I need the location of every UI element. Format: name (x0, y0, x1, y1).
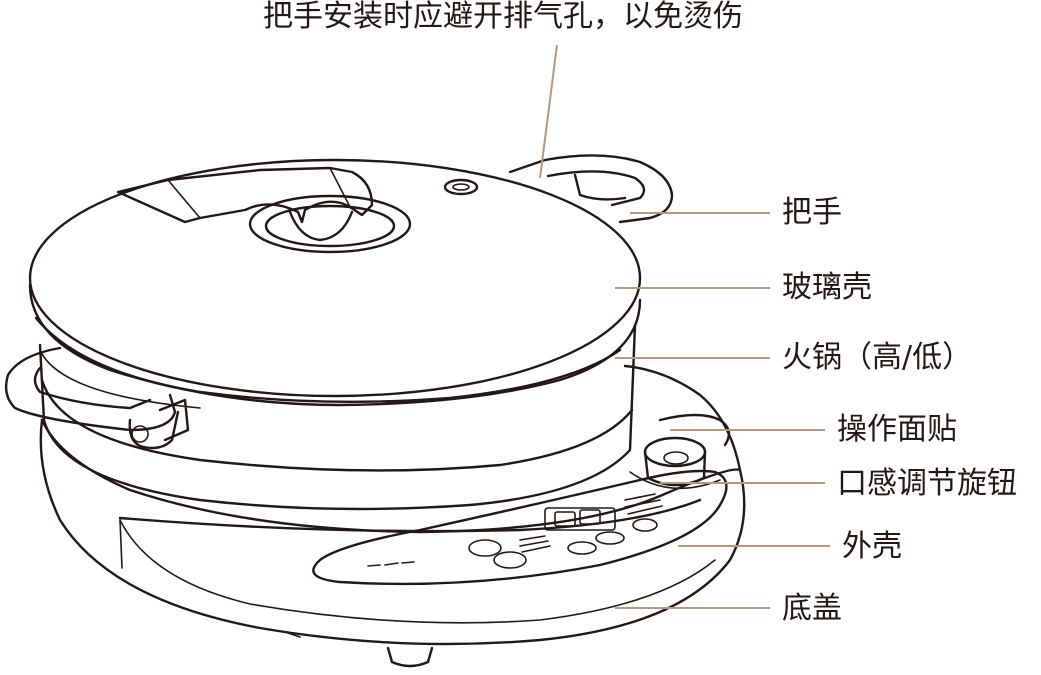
top-note: 把手安装时应避开排气孔，以免烫伤 (263, 0, 743, 34)
knob-art (629, 413, 731, 490)
control-panel-art (312, 469, 728, 586)
right-handle (508, 154, 674, 224)
callout-knob: 口感调节旋钮 (837, 466, 1017, 501)
leader-lines (539, 44, 830, 609)
callout-control-panel: 操作面贴 (837, 412, 957, 447)
pot-body (38, 323, 637, 511)
leader-note (539, 44, 558, 179)
left-handle (4, 346, 190, 450)
base-outline (39, 364, 746, 668)
callout-hotpot: 火锅（高/低） (782, 340, 973, 375)
glass-lid-art (28, 158, 642, 407)
callout-glass-lid: 玻璃壳 (782, 270, 872, 305)
callout-outer-shell: 外壳 (842, 529, 902, 564)
callout-bottom-cover: 底盖 (782, 591, 842, 626)
callout-handle: 把手 (782, 195, 842, 230)
